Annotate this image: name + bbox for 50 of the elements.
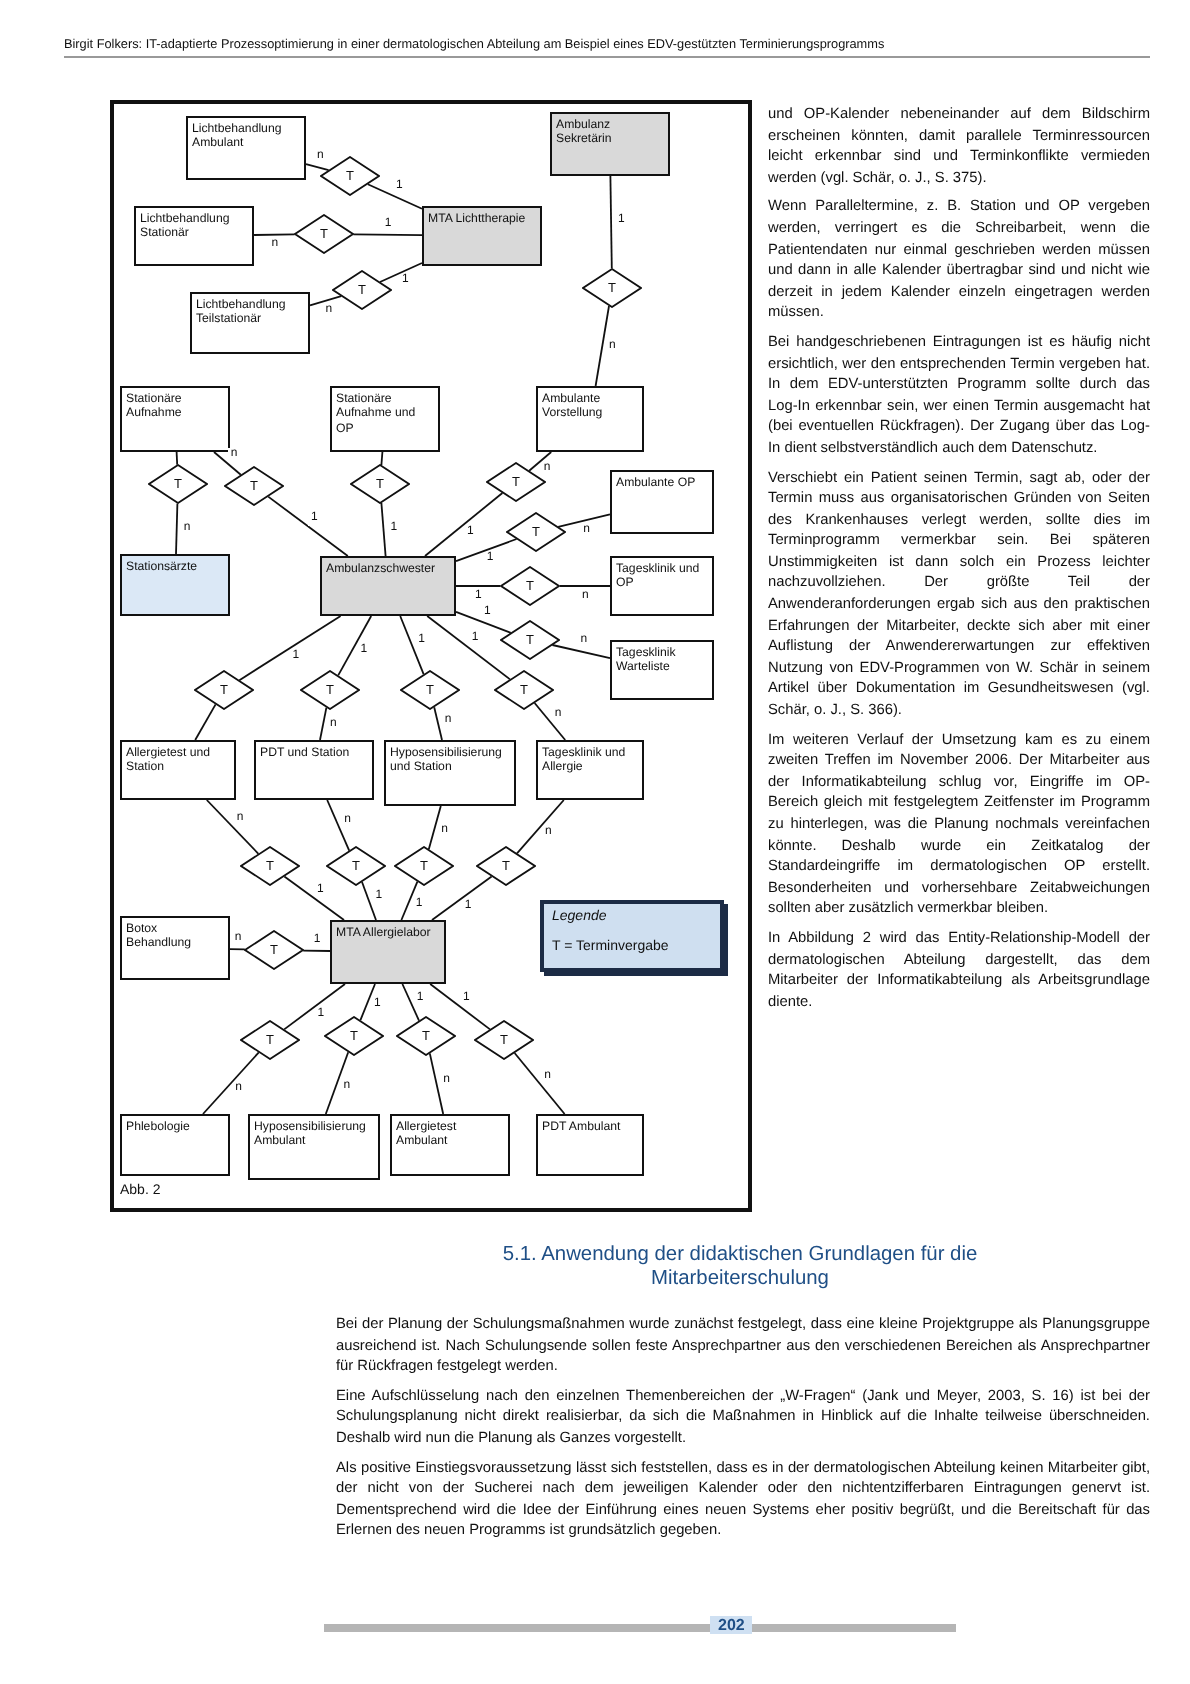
connector-line: [455, 585, 501, 587]
connector-line: [305, 163, 330, 172]
connector-line: [400, 880, 419, 921]
connector-line: [175, 502, 179, 555]
connector-line: [267, 495, 349, 557]
connector-line: [361, 881, 377, 921]
connector-line: [238, 615, 342, 682]
connector-line: [253, 233, 296, 236]
connector-line: [516, 799, 565, 855]
connector-line: [557, 513, 611, 528]
connector-line: [352, 233, 423, 237]
connector-line: [379, 262, 423, 283]
connector-line: [337, 615, 373, 677]
connector-line: [194, 703, 217, 741]
connector-line: [359, 983, 376, 1022]
connector-line: [324, 1051, 350, 1115]
connector-line: [429, 983, 491, 1031]
connector-line: [428, 1052, 445, 1115]
connector-line: [426, 615, 511, 681]
connector-line: [213, 451, 242, 476]
connector-line: [609, 175, 613, 270]
connector-line: [513, 1052, 566, 1115]
connector-line: [302, 949, 331, 952]
page-number: 202: [710, 1616, 753, 1634]
connector-line: [309, 295, 343, 307]
connector-line: [455, 610, 512, 634]
connector-line: [424, 492, 504, 557]
connector-line: [401, 983, 420, 1022]
connector-line: [202, 1051, 260, 1115]
connector-line: [594, 305, 610, 387]
connector-line: [319, 706, 328, 741]
connector-line: [551, 644, 611, 660]
connector-line: [175, 451, 179, 466]
connector-line: [283, 875, 345, 921]
connector-line: [533, 702, 567, 741]
connector-line: [283, 983, 346, 1031]
connector-line: [431, 875, 493, 921]
connector-line: [427, 805, 442, 851]
connector-line: [366, 183, 423, 210]
connector-line: [559, 585, 611, 587]
connector-line: [380, 451, 384, 466]
connector-line: [380, 502, 387, 557]
connector-line: [326, 799, 351, 852]
connector-line: [455, 538, 518, 563]
section-heading: 5.1. Anwendung der didaktischen Grundlagen für die Mitarbeiterschulung: [500, 1244, 980, 1292]
connector-line: [399, 615, 425, 676]
connector-line: [229, 948, 246, 951]
connector-line: [433, 706, 443, 741]
connector-line: [205, 799, 260, 855]
connector-line: [528, 451, 553, 472]
